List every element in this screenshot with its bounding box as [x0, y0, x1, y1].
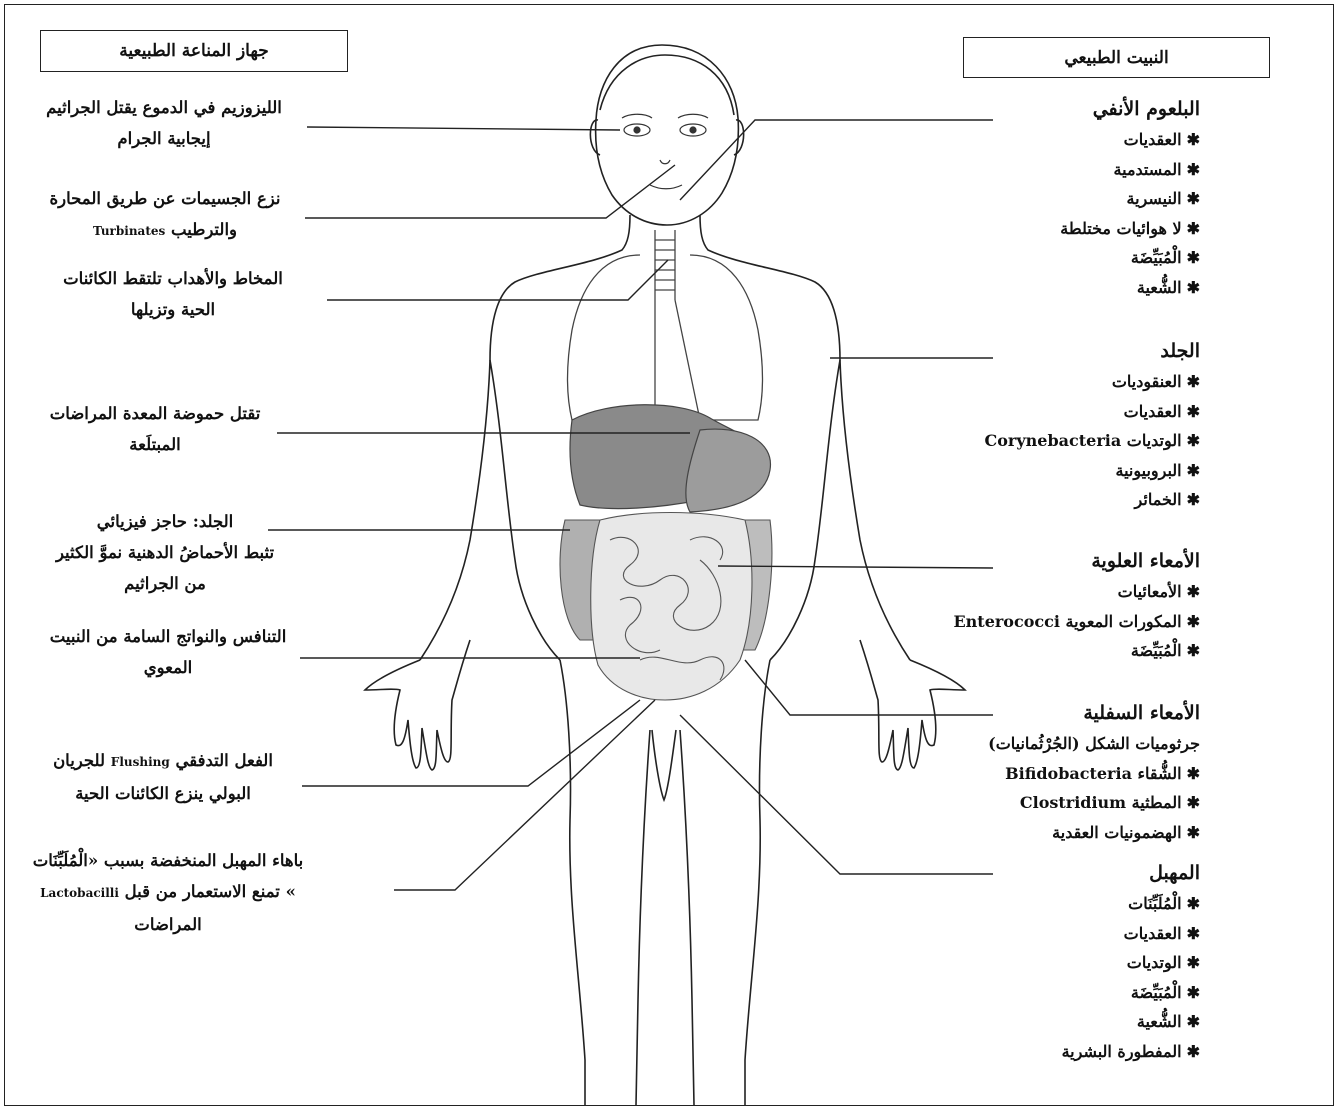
- flora-item: ✱الْمُبَيِّضَة: [900, 636, 1200, 666]
- flora-item: ✱الوتديات Corynebacteria: [900, 426, 1200, 456]
- flora-item: ✱الشُّعية: [900, 273, 1200, 303]
- section-title: الجلد: [900, 336, 1200, 367]
- section-title: المهبل: [900, 858, 1200, 889]
- flora-item: ✱المستدمية: [900, 155, 1200, 185]
- flora-upper-intestine: الأمعاء العلوية ✱الأمعائيات ✱المكورات ال…: [900, 546, 1200, 666]
- turbinates-label: نزع الجسيمات عن طريق المحارة والترطيب Tu…: [20, 183, 310, 247]
- skin-barrier-label: الجلد: حاجز فيزيائي تثبط الأحماضُ الدهني…: [20, 506, 310, 599]
- flora-item: ✱الأمعائيات: [900, 577, 1200, 607]
- competition-label: التنافس والنواتج السامة من النبيت المعوي: [20, 621, 316, 683]
- flora-item: ✱العقديات: [900, 397, 1200, 427]
- intestines: [560, 513, 772, 701]
- flora-item: ✱الشُّقاء Bifidobacteria: [900, 759, 1200, 789]
- flora-item: ✱النيسرية: [900, 184, 1200, 214]
- section-title: البلعوم الأنفي: [900, 94, 1200, 125]
- flora-item: ✱المفطورة البشرية: [900, 1037, 1200, 1067]
- stomach-acid-label: تقتل حموضة المعدة المراضات المبتلَعة: [20, 398, 290, 460]
- section-title: الأمعاء السفلية: [900, 698, 1200, 729]
- flushing-label: الفعل التدفقي Flushing للجريان البولي ين…: [20, 745, 306, 809]
- flora-item: ✱الْمُبَيِّضَة: [900, 978, 1200, 1008]
- flora-skin: الجلد ✱العنقوديات ✱العقديات ✱الوتديات Co…: [900, 336, 1200, 515]
- flora-item: ✱الْمُبَيِّضَة: [900, 243, 1200, 273]
- flora-nasopharynx: البلعوم الأنفي ✱العقديات ✱المستدمية ✱الن…: [900, 94, 1200, 302]
- flora-vagina: المهبل ✱الْمُلَبِّنَات ✱العقديات ✱الوتدي…: [900, 858, 1200, 1066]
- vaginal-ph-label: باهاء المهبل المنخفضة بسبب «الْمُلَبِّنَ…: [20, 845, 316, 940]
- flora-item: ✱لا هوائيات مختلطة: [900, 214, 1200, 244]
- flora-lower-intestine: الأمعاء السفلية جرثوميات الشكل (الجُرْثُ…: [900, 698, 1200, 847]
- section-title: الأمعاء العلوية: [900, 546, 1200, 577]
- face-features: [622, 114, 708, 189]
- flora-item: ✱البروبيونية: [900, 456, 1200, 486]
- flora-item: ✱العقديات: [900, 125, 1200, 155]
- flora-item: ✱الخمائر: [900, 485, 1200, 515]
- liver-stomach: [570, 405, 770, 512]
- flora-item: ✱الْمُلَبِّنَات: [900, 889, 1200, 919]
- flora-item: ✱المكورات المعوية Enterococci: [900, 607, 1200, 637]
- flora-item: ✱العنقوديات: [900, 367, 1200, 397]
- flora-item: ✱الهضمونيات العقدية: [900, 818, 1200, 848]
- flora-item: ✱الشُّعية: [900, 1007, 1200, 1037]
- flora-item: ✱المطثية Clostridium: [900, 788, 1200, 818]
- flora-item: ✱الوتديات: [900, 948, 1200, 978]
- flora-item: ✱العقديات: [900, 919, 1200, 949]
- flora-subtitle: جرثوميات الشكل (الجُرْثُمانيات): [900, 729, 1200, 759]
- lysozyme-label: الليزوزيم في الدموع يقتل الجراثيم إيجابي…: [16, 92, 312, 154]
- mucus-cilia-label: المخاط والأهداب تلتقط الكائنات الحية وتز…: [20, 263, 326, 325]
